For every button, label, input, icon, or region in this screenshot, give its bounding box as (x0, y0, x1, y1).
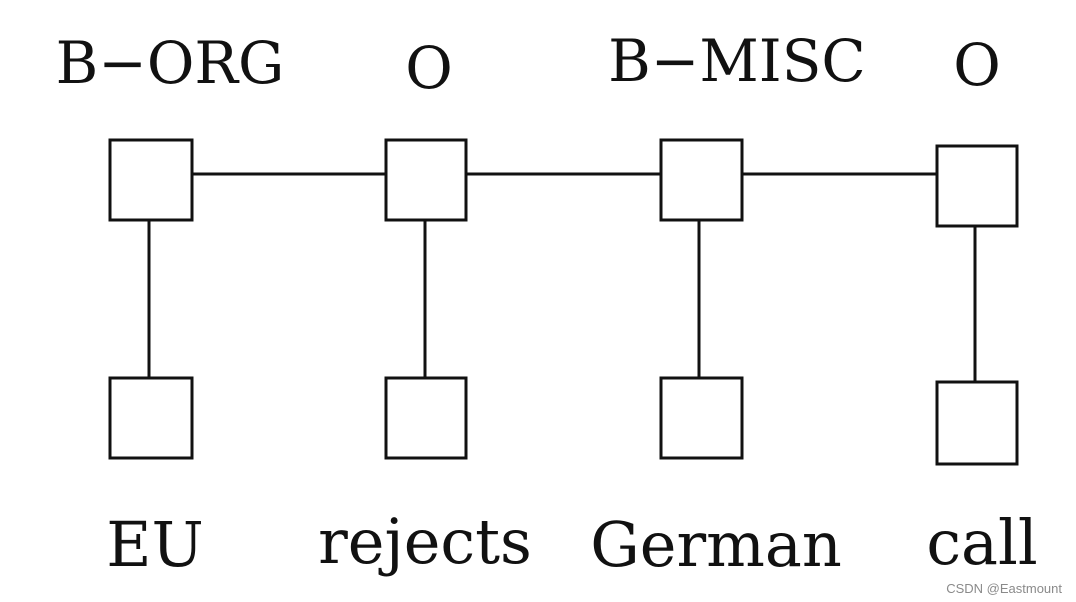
word-node-3 (659, 376, 744, 460)
word-node-2 (384, 376, 468, 460)
tag-label-4: O (953, 31, 1001, 99)
tag-label-1: B−ORG (56, 29, 285, 97)
word-label-4: call (926, 506, 1037, 579)
tag-node-1 (108, 138, 194, 222)
tag-node-3 (659, 138, 744, 222)
word-label-3: German (590, 508, 842, 581)
word-label-1: EU (106, 508, 204, 581)
word-node-4 (935, 380, 1019, 466)
tag-label-2: O (405, 34, 453, 102)
tag-label-3: B−MISC (608, 27, 866, 95)
watermark-text: CSDN @Eastmount (946, 581, 1062, 596)
word-node-1 (108, 376, 194, 460)
tag-node-2 (384, 138, 468, 222)
tag-node-4 (935, 144, 1019, 228)
word-label-2: rejects (318, 505, 532, 578)
